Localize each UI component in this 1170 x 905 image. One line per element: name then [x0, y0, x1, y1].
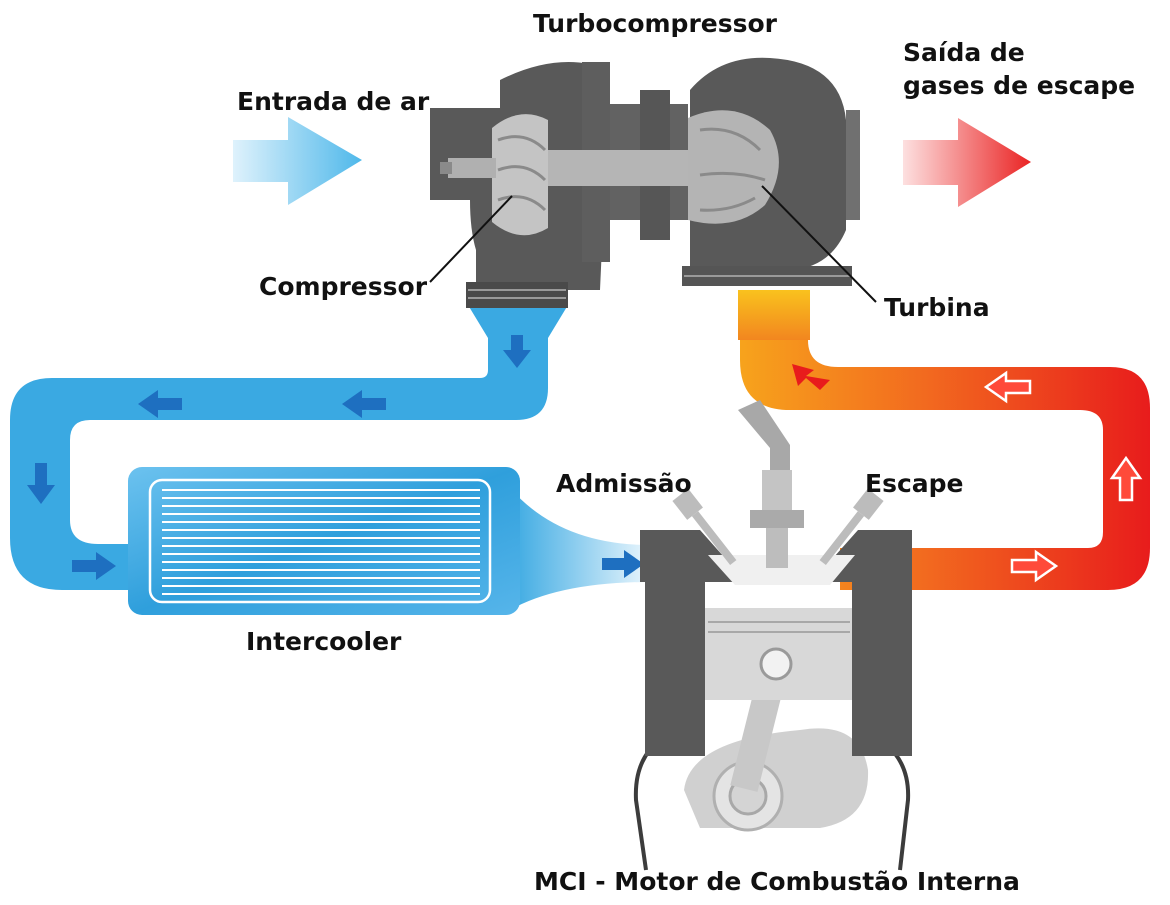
engine-label: MCI - Motor de Combustão Interna [534, 867, 1020, 896]
turbine-hot-inlet [738, 290, 810, 340]
hot-flow-arrows-filled [792, 364, 830, 390]
turbocompressor-label: Turbocompressor [533, 9, 777, 38]
hot-gas-duct [740, 296, 1150, 590]
air-inlet-arrow [233, 117, 362, 205]
turbine-leader-line [761, 185, 877, 303]
intercooler-to-engine-duct [510, 488, 650, 610]
intercooler-core [148, 478, 492, 604]
compressor-label: Compressor [259, 272, 428, 301]
compressor-leader-line [429, 195, 513, 283]
turbine-label: Turbina [884, 293, 990, 322]
intercooler-label: Intercooler [246, 627, 402, 656]
engine [633, 400, 912, 871]
cold-flow-arrows [27, 335, 644, 580]
exhaust-outlet-label: Saída de gases de escape [903, 38, 1136, 100]
exhaust-label: Escape [865, 469, 964, 498]
air-inlet-label: Entrada de ar [237, 87, 430, 116]
intercooler-fins [162, 489, 480, 595]
cold-air-duct [10, 305, 568, 590]
exhaust-outlet-arrow [903, 118, 1031, 207]
intake-label: Admissão [556, 469, 692, 498]
turbocharger [430, 57, 860, 308]
hot-flow-arrows-outline [983, 370, 1143, 583]
